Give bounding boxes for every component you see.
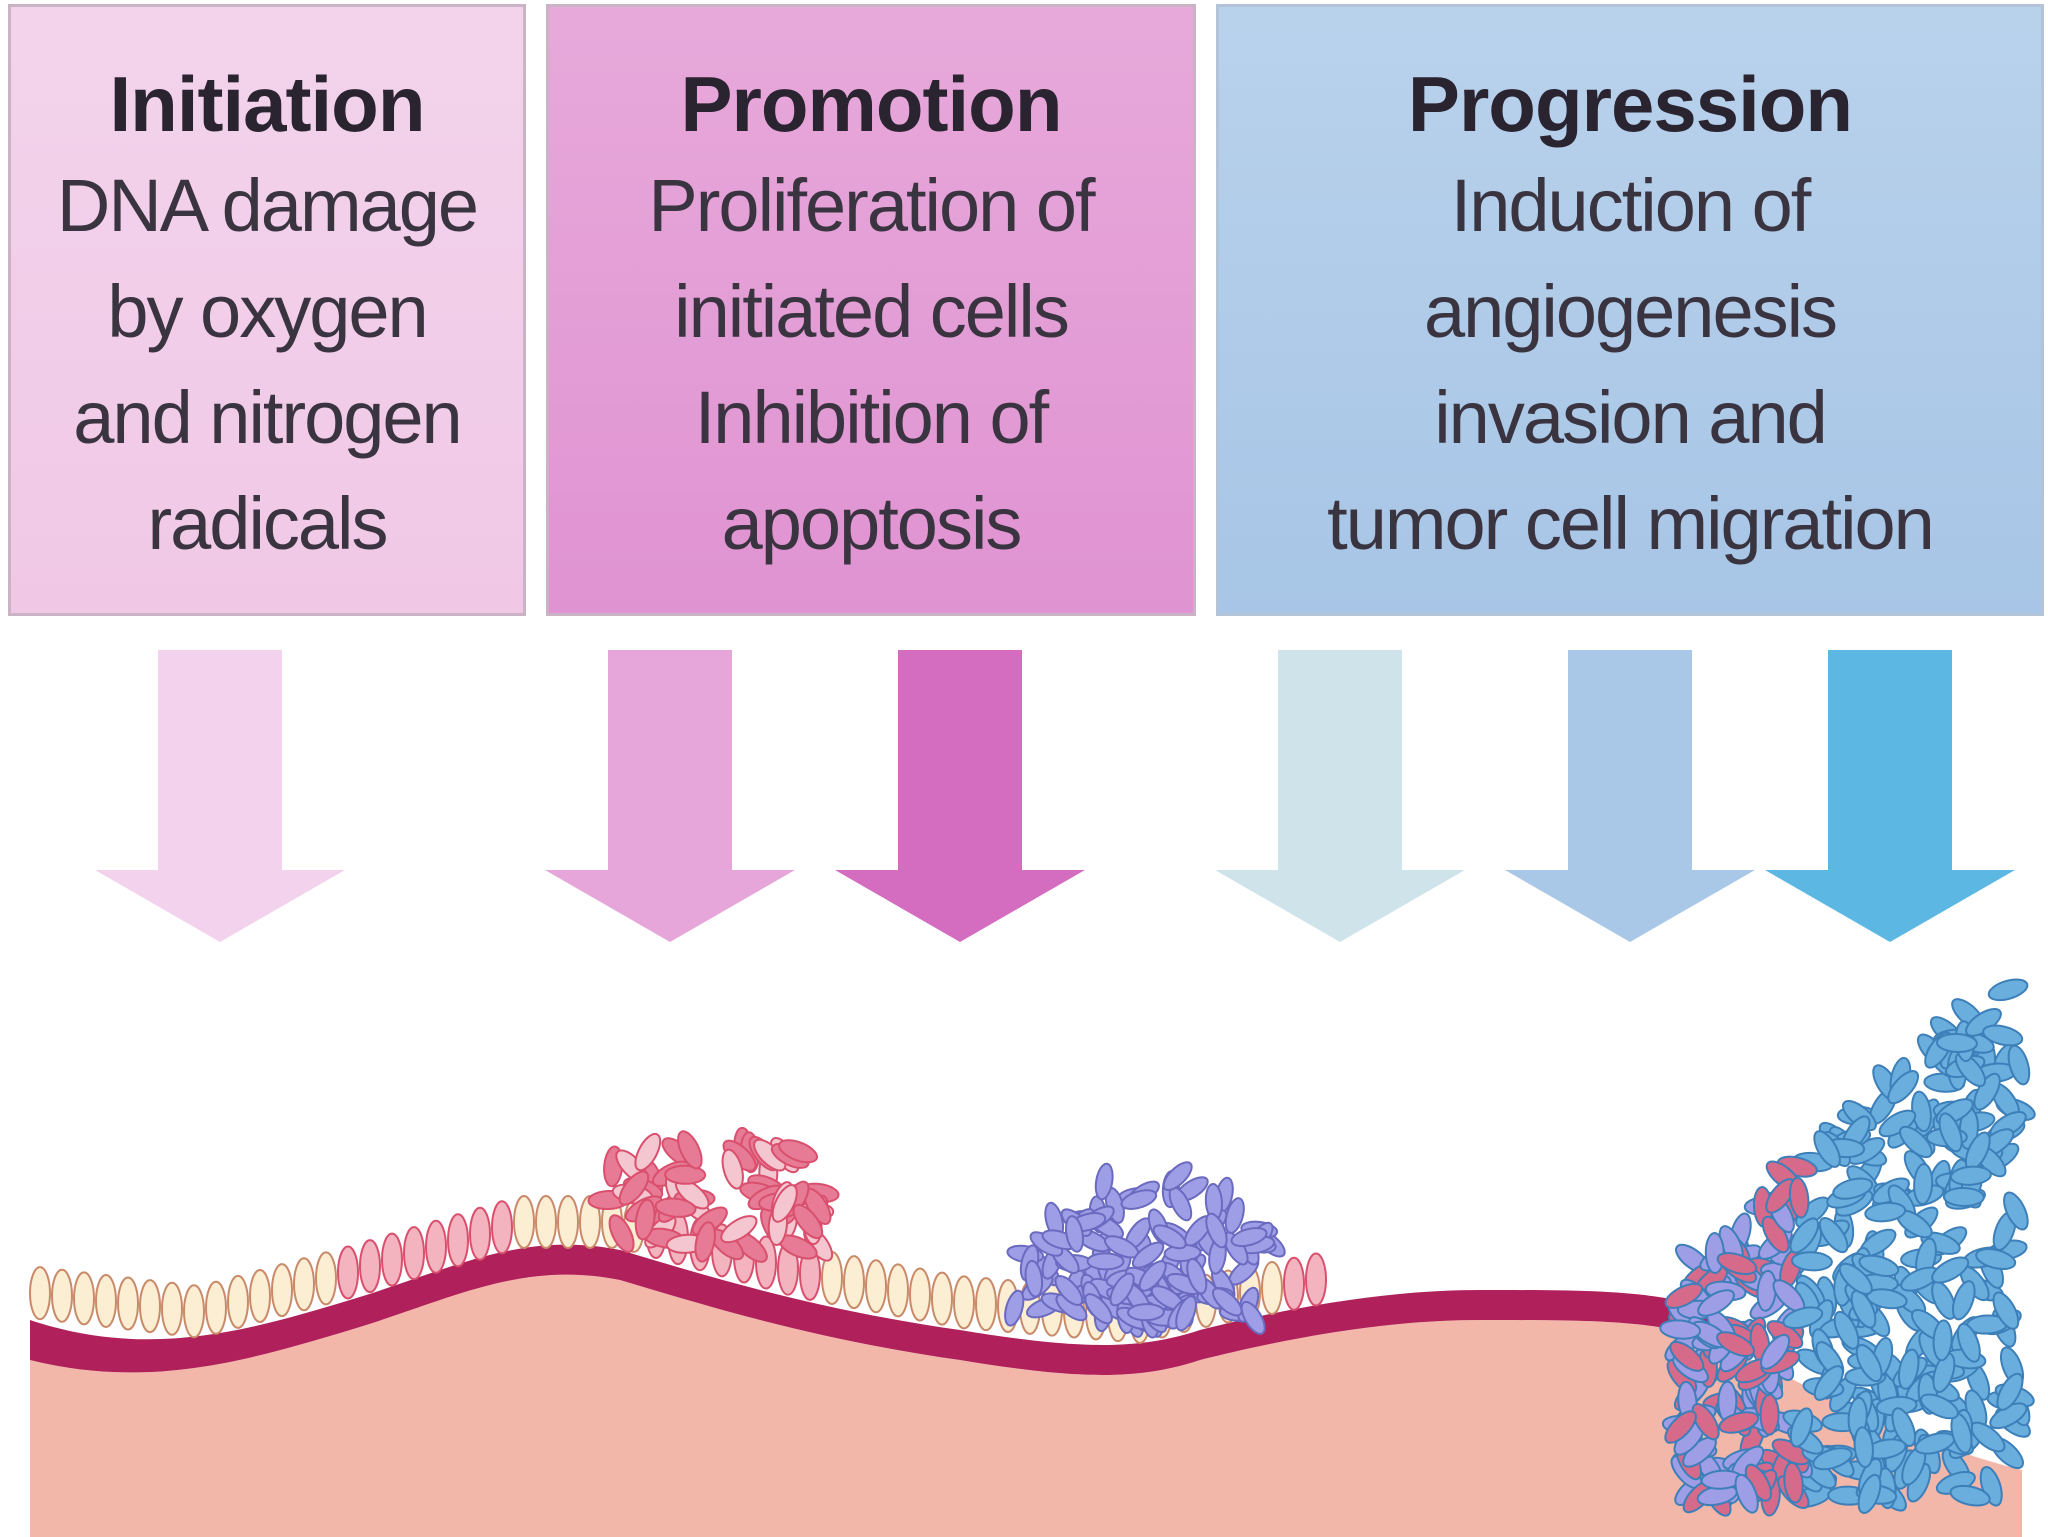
cell: [932, 1273, 952, 1325]
promotion-title: Promotion: [549, 65, 1193, 143]
arrow-progression-2-icon: [1505, 650, 1755, 942]
cell: [382, 1234, 402, 1286]
cell: [360, 1240, 380, 1292]
cell: [404, 1227, 424, 1279]
tissue-cross-section: [30, 976, 2037, 1537]
initiation-description: DNA damage by oxygen and nitrogen radica…: [11, 153, 523, 577]
cell: [30, 1267, 50, 1319]
cell: [470, 1208, 490, 1260]
cell: [514, 1196, 534, 1248]
promotion-description: Proliferation of initiated cells Inhibit…: [549, 153, 1193, 577]
arrow-promotion-1-icon: [545, 650, 795, 942]
arrow-initiation-icon: [95, 650, 345, 942]
cell: [316, 1252, 336, 1304]
progression-title: Progression: [1219, 65, 2041, 143]
cell: [250, 1270, 270, 1322]
initiation-title: Initiation: [11, 65, 523, 143]
cell: [1262, 1262, 1282, 1314]
cell: [1306, 1253, 1326, 1305]
cell: [272, 1264, 292, 1316]
cell: [844, 1256, 864, 1308]
arrow-progression-3-icon: [1765, 650, 2015, 942]
cell: [866, 1260, 886, 1312]
arrows-group: [95, 650, 2015, 942]
arrow-promotion-2-icon: [835, 650, 1085, 942]
progression-box: Progression Induction of angiogenesis in…: [1216, 4, 2044, 616]
cell: [1087, 1253, 1123, 1269]
cell: [630, 1130, 665, 1174]
progression-description: Induction of angiogenesis invasion and t…: [1219, 153, 2041, 577]
cell: [448, 1214, 468, 1266]
promotion-box: Promotion Proliferation of initiated cel…: [546, 4, 1196, 616]
cell: [206, 1282, 226, 1334]
cell: [888, 1264, 908, 1316]
cell: [1986, 976, 2029, 1005]
cell: [118, 1278, 138, 1330]
cell: [1944, 1188, 1984, 1207]
cell: [976, 1278, 996, 1330]
cell: [184, 1285, 204, 1337]
cell: [954, 1276, 974, 1328]
arrow-progression-1-icon: [1215, 650, 1465, 942]
cell: [338, 1247, 358, 1299]
cell: [228, 1276, 248, 1328]
cell: [2005, 1043, 2034, 1086]
carcinogenesis-illustration: [0, 620, 2048, 1537]
cell: [162, 1283, 182, 1335]
cell: [1284, 1258, 1304, 1310]
cell: [96, 1275, 116, 1327]
cell: [910, 1269, 930, 1321]
cell: [294, 1258, 314, 1310]
initiation-box: Initiation DNA damage by oxygen and nitr…: [8, 4, 526, 616]
cell: [140, 1280, 160, 1332]
cell: [426, 1221, 446, 1273]
cell: [1760, 1395, 1778, 1435]
cell: [1128, 1304, 1164, 1321]
cell: [558, 1196, 578, 1248]
cell: [492, 1201, 512, 1253]
cell: [1705, 1233, 1724, 1273]
cell: [52, 1270, 72, 1322]
cell: [536, 1196, 556, 1248]
cell: [74, 1272, 94, 1324]
